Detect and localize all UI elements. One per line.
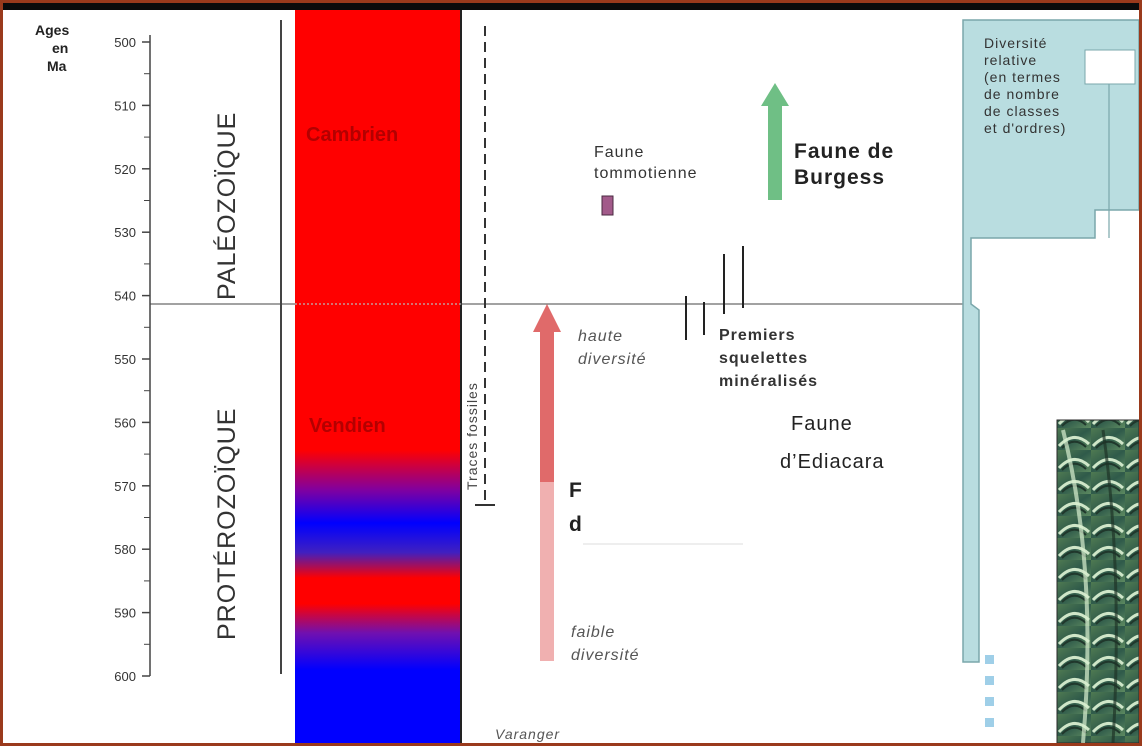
low-diversity-label-1: faible [571, 624, 615, 641]
tommotian-marker [601, 195, 614, 216]
ediacara-arrow-shaft [540, 330, 554, 482]
low-diversity-label-2: diversité [571, 647, 640, 664]
tommotian-label-2: tommotienne [594, 165, 698, 182]
period-column [295, 10, 461, 743]
trace-fossils-label: Traces fossiles [464, 382, 480, 490]
age-tick-label: 560 [114, 415, 136, 430]
burgess-arrow-shaft [768, 102, 782, 200]
age-tick-label: 590 [114, 606, 136, 621]
burgess-label-1: Faune de [794, 140, 894, 163]
age-tick-label: 520 [114, 162, 136, 177]
diversity-label-3: (en termes [984, 69, 1061, 85]
diversity-notch [1084, 49, 1136, 85]
age-tick-label: 530 [114, 225, 136, 240]
age-tick-label: 500 [114, 35, 136, 50]
partial-label-1: F [569, 479, 583, 502]
dotted-marker [985, 655, 994, 727]
diversity-label-5: de classes [984, 103, 1060, 119]
tommotian-label-1: Faune [594, 144, 644, 161]
diagram-panel: Ages en Ma 500 510 520 530 540 550 560 570 580 59… [3, 10, 1139, 743]
ediacara-arrow-shaft-faint [540, 480, 554, 661]
ediacara-arrow-head [533, 304, 561, 332]
age-tick-label: 600 [114, 669, 136, 684]
high-diversity-label-2: diversité [578, 351, 647, 368]
age-tick-label: 540 [114, 289, 136, 304]
age-tick-label: 580 [114, 542, 136, 557]
high-diversity-label-1: haute [578, 328, 623, 345]
mineralized-skeleton-marks [685, 246, 744, 340]
axis-title-en: en [52, 40, 68, 56]
diversity-label-1: Diversité [984, 35, 1047, 51]
axis-title-ma: Ma [47, 58, 67, 74]
period-vendien: Vendien [309, 415, 386, 437]
diversity-label-6: et d'ordres) [984, 120, 1066, 136]
evolution-timeline-diagram: Ages en Ma 500 510 520 530 540 550 560 570 580 59… [35, 10, 1139, 743]
fern-like-fossil-image [1056, 419, 1139, 743]
diversity-label-4: de nombre [984, 86, 1060, 102]
burgess-label-2: Burgess [794, 166, 885, 189]
skeletons-label-2: squelettes [719, 350, 808, 367]
bottom-cut-label: Varanger [495, 726, 560, 742]
skeletons-label-1: Premiers [719, 327, 796, 344]
ediacara-label-1: Faune [791, 413, 853, 435]
age-tick-label: 550 [114, 352, 136, 367]
diversity-silhouette [962, 19, 1139, 663]
ediacara-label-2: d’Ediacara [780, 451, 885, 473]
age-axis-ticks: 500 510 520 530 540 550 560 570 580 590 600 [114, 35, 150, 684]
age-tick-label: 510 [114, 98, 136, 113]
eon-paleozoic: PALÉOZOÏQUE [212, 112, 241, 300]
period-cambrien: Cambrien [306, 124, 398, 146]
diversity-label-2: relative [984, 52, 1037, 68]
burgess-arrow-head [761, 83, 789, 106]
axis-title-ages: Ages [35, 22, 69, 38]
skeletons-label-3: minéralisés [719, 373, 818, 390]
partial-label-2: d [569, 513, 583, 536]
age-tick-label: 570 [114, 479, 136, 494]
eon-proterozoic: PROTÉROZOÏQUE [212, 408, 241, 640]
